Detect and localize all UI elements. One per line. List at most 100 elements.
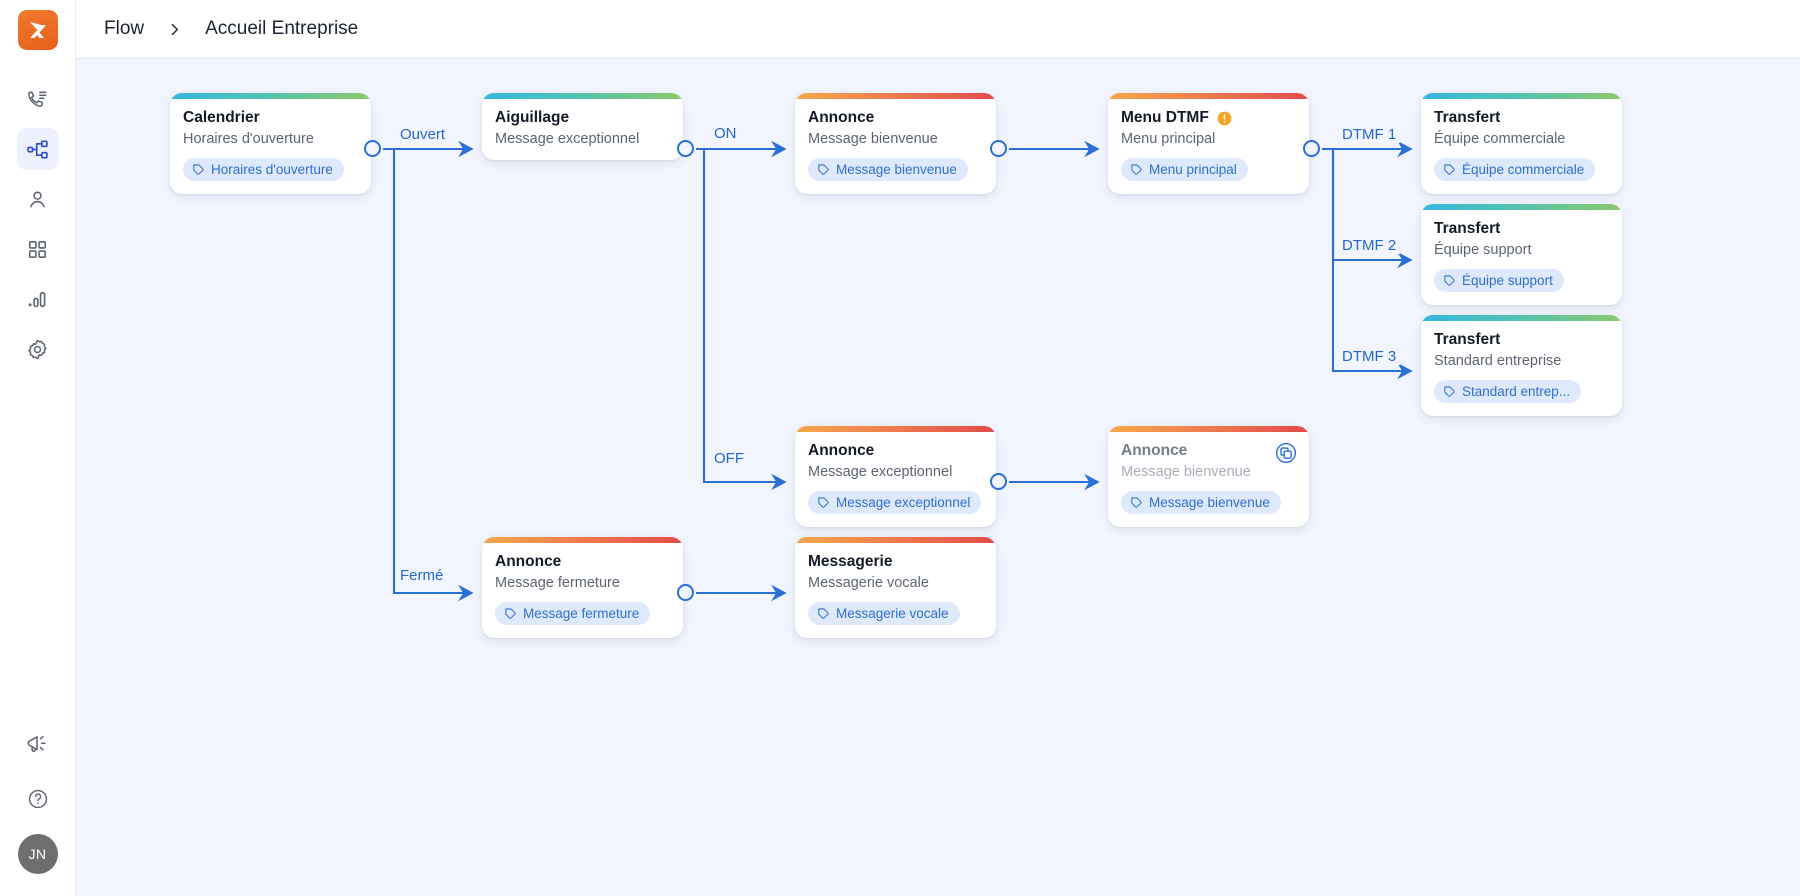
node-subtitle: Messagerie vocale	[808, 575, 929, 591]
node-tag[interactable]: Message bienvenue	[1121, 491, 1281, 514]
node-tag[interactable]: Menu principal	[1121, 158, 1248, 181]
node-tag[interactable]: Message exceptionnel	[808, 491, 982, 514]
node-subtitle: Message fermeture	[495, 575, 620, 591]
tag-icon	[1130, 163, 1143, 176]
node-subtitle: Standard entreprise	[1434, 353, 1562, 369]
tag-icon	[504, 607, 517, 620]
port-annonce-fermeture[interactable]	[677, 584, 694, 601]
sidebar: JN	[0, 0, 76, 896]
node-tag-label: Équipe support	[1462, 273, 1553, 288]
node-tag[interactable]: Messagerie vocale	[808, 602, 960, 625]
flow-edge-7[interactable]	[1322, 147, 1413, 380]
flow-edges	[383, 140, 1413, 602]
node-tag-label: Horaires d'ouverture	[211, 162, 333, 177]
breadcrumb-current[interactable]: Accueil Entreprise	[205, 18, 359, 39]
sidebar-item-calls[interactable]	[17, 78, 59, 120]
node-tag[interactable]: Équipe commerciale	[1434, 158, 1596, 181]
sidebar-item-settings[interactable]	[17, 328, 59, 370]
sidebar-item-help[interactable]	[17, 778, 59, 820]
node-tag[interactable]: Message bienvenue	[808, 158, 968, 181]
node-tag[interactable]: Équipe support	[1434, 269, 1564, 292]
node-tag[interactable]: Horaires d'ouverture	[183, 158, 344, 181]
flow-edge-1[interactable]	[383, 147, 474, 602]
megaphone-body	[27, 735, 38, 750]
sidebar-item-flows[interactable]	[16, 128, 59, 170]
port-annonce-bienvenue[interactable]	[990, 140, 1007, 157]
user-body	[30, 200, 45, 207]
edge-label-off: OFF	[710, 450, 748, 467]
node-tag-label: Messagerie vocale	[836, 606, 949, 621]
node-accent-bar	[1421, 204, 1622, 210]
help-question	[34, 793, 41, 802]
warning-icon[interactable]	[1217, 111, 1232, 126]
port-aiguillage[interactable]	[677, 140, 694, 157]
gear-center	[33, 345, 42, 353]
sidebar-nav-top	[16, 78, 59, 370]
x-brand-logo-icon[interactable]	[17, 10, 58, 50]
breadcrumb: Flow Accueil Entreprise	[76, 0, 1800, 59]
port-annonce-exceptionnel[interactable]	[990, 473, 1007, 490]
node-tag-label: Menu principal	[1149, 162, 1237, 177]
node-tag-label: Message bienvenue	[836, 162, 957, 177]
sidebar-item-statistics[interactable]	[17, 278, 59, 320]
avatar[interactable]: JN	[17, 834, 58, 874]
node-title: Annonce	[808, 109, 875, 126]
duplicate-icon[interactable]	[1275, 442, 1297, 469]
node-accent-bar	[795, 537, 996, 543]
sidebar-item-announcements[interactable]	[17, 722, 59, 764]
node-tag-label: Équipe commerciale	[1462, 162, 1585, 177]
node-tag-label: Message fermeture	[523, 606, 640, 621]
tag-icon	[192, 163, 205, 176]
node-subtitle: Message bienvenue	[808, 131, 938, 147]
node-subtitle: Message exceptionnel	[808, 464, 953, 480]
node-title: Annonce	[1121, 442, 1188, 459]
tag-icon	[817, 163, 830, 176]
port-menu-dtmf[interactable]	[1303, 140, 1320, 157]
node-tag[interactable]: Message fermeture	[495, 602, 651, 625]
node-tag-label: Message exceptionnel	[836, 495, 971, 510]
tag-icon	[817, 607, 830, 620]
tag-icon	[1130, 496, 1143, 509]
tag-icon	[1443, 385, 1456, 398]
flow-links	[31, 142, 43, 156]
tag-icon	[817, 496, 830, 509]
gear-teeth	[28, 339, 47, 359]
node-subtitle: Équipe commerciale	[1434, 131, 1566, 147]
node-subtitle: Menu principal	[1121, 131, 1216, 147]
user-head	[33, 190, 42, 200]
sidebar-item-apps[interactable]	[17, 228, 59, 270]
node-tag[interactable]: Standard entrep...	[1434, 380, 1582, 403]
tag-icon	[1443, 163, 1456, 176]
node-accent-bar	[795, 426, 996, 432]
edge-label-dtmf2: DTMF 2	[1338, 237, 1401, 254]
phone-body	[28, 91, 43, 107]
breadcrumb-root[interactable]: Flow	[104, 18, 145, 39]
edge-label-ferme: Fermé	[396, 567, 448, 584]
node-subtitle: Horaires d'ouverture	[183, 131, 314, 147]
phone-lines	[39, 91, 47, 99]
port-calendrier[interactable]	[364, 140, 381, 157]
megaphone-waves	[39, 735, 46, 750]
node-title: Menu DTMF	[1121, 109, 1296, 127]
flow-edge-3[interactable]	[696, 147, 787, 491]
sidebar-item-contacts[interactable]	[17, 178, 59, 220]
